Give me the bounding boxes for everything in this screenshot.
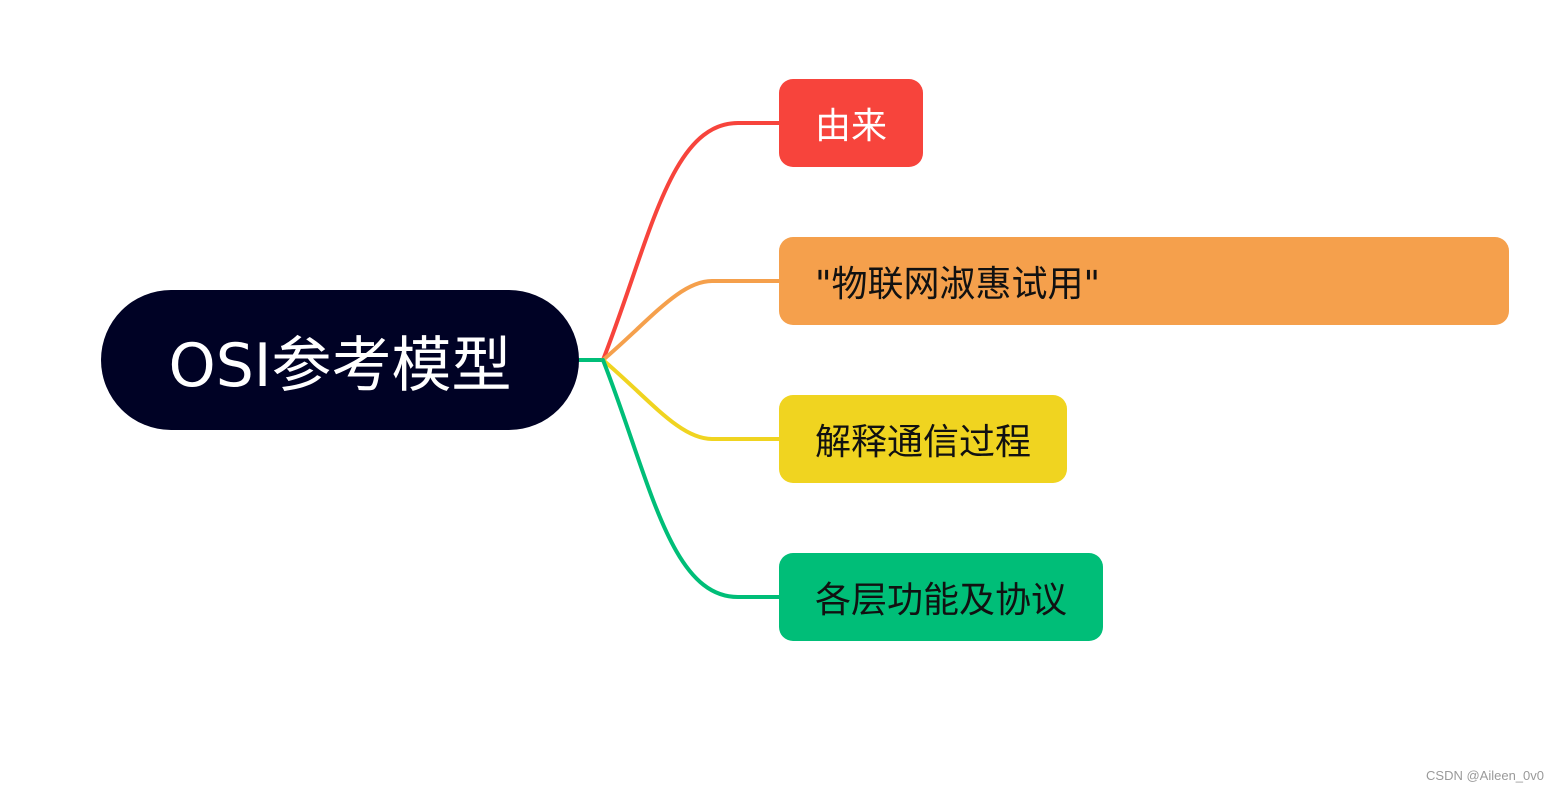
- branch-connector-4: [601, 358, 781, 599]
- branch-node-origin[interactable]: 由来: [779, 79, 923, 167]
- branch-connector-2: [601, 279, 781, 362]
- root-node-label: OSI参考模型: [168, 330, 512, 401]
- branch-node-label: "物联网淑惠试用": [815, 264, 1101, 305]
- watermark: CSDN @Aileen_0v0: [1426, 768, 1544, 783]
- branch-node-label: 各层功能及协议: [815, 580, 1068, 621]
- branch-node-mnemonic[interactable]: "物联网淑惠试用": [779, 237, 1509, 325]
- branch-connector-3: [601, 358, 781, 441]
- root-node[interactable]: OSI参考模型: [101, 290, 579, 430]
- branch-node-communication-process[interactable]: 解释通信过程: [779, 395, 1067, 483]
- branch-node-label: 由来: [815, 106, 888, 147]
- branch-node-layer-functions[interactable]: 各层功能及协议: [779, 553, 1103, 641]
- branch-node-label: 解释通信过程: [815, 422, 1032, 463]
- branch-connector-1: [601, 121, 781, 362]
